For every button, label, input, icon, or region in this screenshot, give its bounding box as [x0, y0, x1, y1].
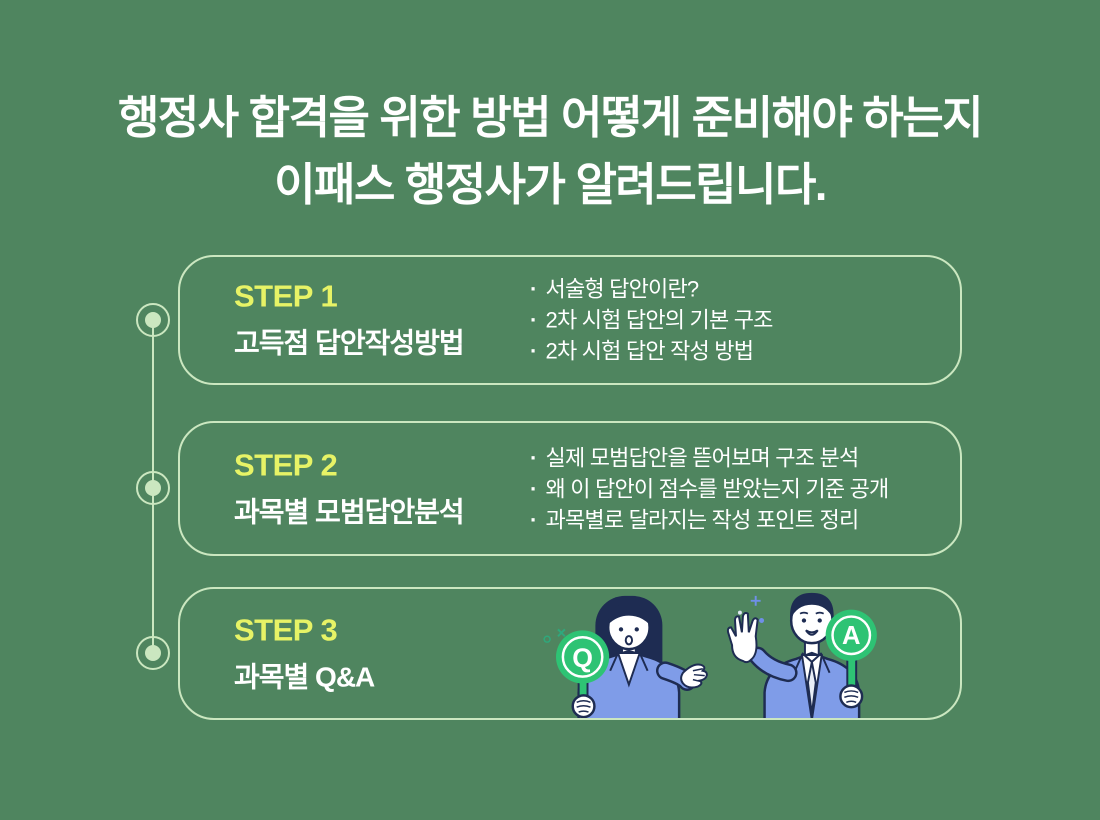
sparkles: [737, 595, 765, 623]
timeline-dot-core: [145, 645, 161, 661]
a-paddle: A: [825, 609, 877, 709]
man-figure: [726, 592, 861, 718]
bullet-text: 실제 모범답안을 뜯어보며 구조 분석: [545, 445, 860, 470]
bullet-text: 과목별로 달라지는 작성 포인트 정리: [545, 507, 860, 532]
bullet-item: · 2차 시험 답안의 기본 구조: [530, 305, 773, 336]
woman-figure: [577, 595, 708, 718]
step-1-card: STEP 1 고득점 답안작성방법 · 서술형 답안이란? · 2차 시험 답안의 …: [178, 255, 962, 385]
step-2-heading: STEP 2 과목별 모범답안분석: [234, 447, 465, 530]
bullet-item: · 2차 시험 답안 작성 방법: [530, 336, 773, 367]
timeline-dot-3: [136, 636, 170, 670]
bullet-text: 2차 시험 답안의 기본 구조: [545, 307, 774, 333]
title-line-1: 행정사 합격을 위한 방법 어떻게 준비해야 하는지: [117, 92, 984, 143]
step-1-bullet-list: · 서술형 답안이란? · 2차 시험 답안의 기본 구조 · 2차 시험 답안 작성…: [530, 274, 773, 367]
bullet-marker: ·: [530, 307, 537, 333]
step-1-heading: STEP 1 고득점 답안작성방법: [234, 278, 465, 362]
timeline-dot-core: [145, 312, 161, 328]
step-1-title: 고득점 답안작성방법: [234, 327, 465, 359]
step-3-label: STEP 3: [234, 612, 338, 647]
step-3-card: STEP 3 과목별 Q&A: [178, 587, 962, 720]
timeline-dot-core: [145, 480, 161, 496]
bullet-text: 왜 이 답안이 점수를 받았는지 기준 공개: [545, 476, 890, 501]
timeline-dot-2: [136, 471, 170, 505]
bullet-item: · 왜 이 답안이 점수를 받았는지 기준 공개: [530, 473, 890, 504]
step-3-title: 과목별 Q&A: [234, 661, 375, 692]
q-paddle-letter: Q: [572, 643, 593, 673]
step-2-bullet-list: · 실제 모범답안을 뜯어보며 구조 분석 · 왜 이 답안이 점수를 받았는지 기…: [530, 442, 890, 535]
title-line-2: 이패스 행정사가 알려드립니다.: [274, 159, 827, 210]
step-3-heading: STEP 3 과목별 Q&A: [234, 612, 375, 695]
woman-q-illustration: Q: [543, 595, 708, 718]
step-1-label: STEP 1: [234, 278, 338, 314]
bullet-text: 서술형 답안이란?: [545, 276, 700, 302]
step-2-title: 과목별 모범답안분석: [234, 496, 465, 527]
bullet-item: · 과목별로 달라지는 작성 포인트 정리: [530, 504, 888, 535]
bullet-marker: ·: [530, 338, 537, 364]
step-2-label: STEP 2: [234, 447, 338, 482]
bullet-marker: ·: [530, 507, 537, 532]
bullet-marker: ·: [530, 476, 537, 501]
bullet-text: 2차 시험 답안 작성 방법: [545, 338, 754, 364]
a-paddle-letter: A: [842, 622, 861, 650]
bullet-marker: ·: [530, 276, 537, 302]
bullet-item: · 실제 모범답안을 뜯어보며 구조 분석: [530, 442, 888, 473]
bullet-marker: ·: [530, 445, 537, 470]
timeline-dot-1: [136, 303, 170, 337]
bullet-item: · 서술형 답안이란?: [530, 274, 773, 305]
q-paddle: Q: [555, 630, 610, 718]
man-a-illustration: A: [726, 592, 877, 718]
page-title: 행정사 합격을 위한 방법 어떻게 준비해야 하는지 이패스 행정사가 알려드립…: [0, 84, 1100, 218]
step-2-card: STEP 2 과목별 모범답안분석 · 실제 모범답안을 뜯어보며 구조 분석 ·…: [178, 421, 962, 556]
